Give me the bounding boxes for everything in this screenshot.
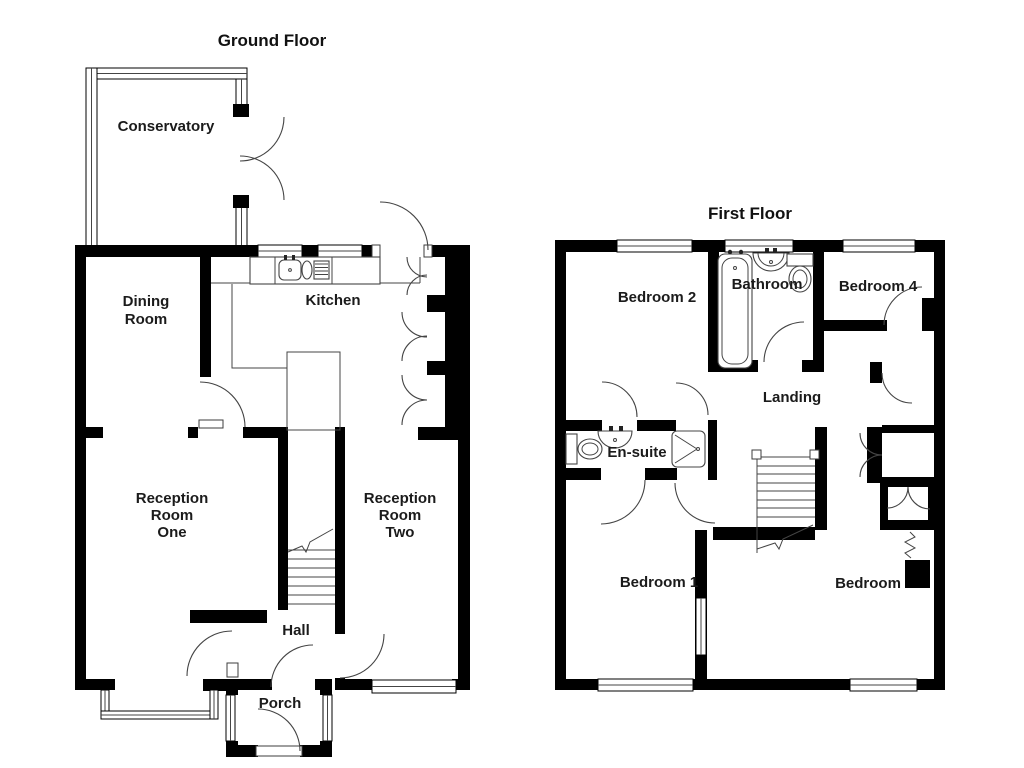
conservatory-french-doors xyxy=(239,116,285,201)
room-label-dining-2: Room xyxy=(125,311,168,328)
porch-front-door xyxy=(255,708,303,757)
stairs-ground xyxy=(287,528,335,605)
bedroom3-door-arc xyxy=(881,372,913,404)
landing-door-arc xyxy=(675,382,709,416)
cupboard-door-arc xyxy=(886,486,909,509)
toilet-cistern xyxy=(786,253,814,267)
room-label-kitchen: Kitchen xyxy=(305,292,360,309)
room-label-dining-1: Dining xyxy=(123,293,170,310)
room-label-ensuite: En-suite xyxy=(607,444,666,461)
bedroom1-door-arc xyxy=(600,479,646,525)
first-floor-title: First Floor xyxy=(708,204,792,223)
door-jamb xyxy=(233,104,249,117)
room-label-reception-one-2: Room xyxy=(151,507,194,524)
room-label-bedroom4: Bedroom 4 xyxy=(839,278,918,295)
kitchen-sink xyxy=(278,255,330,281)
room-label-bathroom: Bathroom xyxy=(732,276,803,293)
bathroom-door-arc xyxy=(763,321,805,363)
door-jamb xyxy=(233,195,249,208)
ensuite-basin xyxy=(597,430,633,449)
bay-window xyxy=(100,689,219,720)
room-label-reception-two-1: Reception xyxy=(364,490,437,507)
toilet-bowl xyxy=(788,265,812,293)
dining-room-door xyxy=(198,381,246,429)
room-label-bedroom1: Bedroom 1 xyxy=(620,574,698,591)
bathroom-fixtures xyxy=(717,248,814,369)
room-label-hall: Hall xyxy=(282,622,310,639)
reception-two-window xyxy=(371,679,457,694)
first-floor-top-windows xyxy=(616,239,916,253)
cupboard-door-arc xyxy=(907,486,931,510)
ground-floor-walls xyxy=(75,245,470,757)
internal-glazed-panel xyxy=(695,597,707,656)
room-label-bedroom3: Bedroom xyxy=(835,575,901,592)
first-floor-doors xyxy=(600,286,931,525)
cupboard-door-arc xyxy=(859,454,883,478)
hall-doors xyxy=(186,630,385,688)
bedroom2-door-arc xyxy=(601,381,638,418)
room-label-porch: Porch xyxy=(259,695,302,712)
back-door xyxy=(371,201,433,258)
bedroom1-second-door-arc xyxy=(674,482,716,524)
room-label-conservatory: Conservatory xyxy=(118,118,215,135)
ensuite-fixtures xyxy=(565,426,706,468)
room-label-landing: Landing xyxy=(763,389,821,406)
first-floor-plan: First Floor xyxy=(555,204,945,692)
first-floor-bottom-windows xyxy=(597,678,918,692)
chimney-breast xyxy=(286,351,341,431)
kitchen-cupboard-doors xyxy=(401,256,428,426)
conservatory-glazed-walls xyxy=(85,67,249,248)
stairs-first xyxy=(751,449,820,553)
ground-floor-plan: Ground Floor xyxy=(75,31,470,757)
break-line-symbol xyxy=(903,531,917,559)
room-label-reception-two-2: Room xyxy=(379,507,422,524)
room-label-reception-one-1: Reception xyxy=(136,490,209,507)
toilet-cistern xyxy=(565,433,578,465)
toilet-bowl xyxy=(577,438,603,460)
ground-floor-title: Ground Floor xyxy=(218,31,327,50)
kitchen-windows xyxy=(257,244,363,258)
room-label-reception-one-3: One xyxy=(157,524,186,541)
room-label-reception-two-3: Two xyxy=(386,524,415,541)
bathtub xyxy=(717,253,753,369)
shower-tray xyxy=(671,430,706,468)
porch-windows xyxy=(225,694,333,742)
bedroom4-door-arc xyxy=(883,286,923,326)
room-label-bedroom2: Bedroom 2 xyxy=(618,289,696,306)
